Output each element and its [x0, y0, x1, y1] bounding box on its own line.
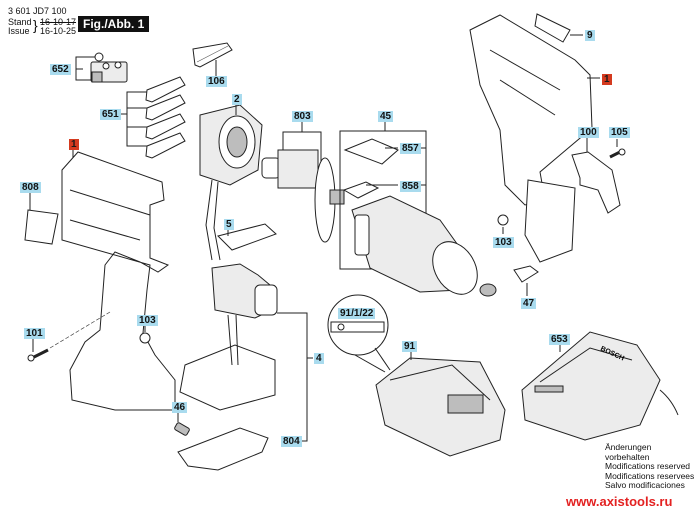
part-101-screw	[27, 348, 49, 362]
callout-9: 9	[585, 30, 595, 41]
part-4-electronics-module	[179, 263, 278, 411]
callout-47: 47	[521, 298, 537, 309]
callout-91-1-22: 91/1/22	[338, 308, 376, 319]
note-line: Änderungen vorbehalten	[605, 442, 652, 462]
note-line: Modifications reserved	[605, 461, 691, 471]
callout-105: 105	[609, 127, 630, 138]
leader-4	[277, 312, 308, 442]
part-2-stator	[199, 104, 263, 261]
stand-date: 16-10-17	[40, 17, 77, 27]
detail-circle-91-1-22	[327, 294, 389, 356]
part-9-label	[534, 13, 571, 43]
note-line: Salvo modificaciones	[605, 480, 685, 490]
callout-858: 858	[400, 181, 421, 192]
callout-652: 652	[50, 64, 71, 75]
callout-803: 803	[292, 111, 313, 122]
detail-pointer-left	[374, 347, 391, 371]
callout-5: 5	[224, 219, 234, 230]
part-103-nut-right	[497, 214, 509, 226]
callout-103-left: 103	[137, 315, 158, 326]
part-651-covers	[145, 76, 186, 159]
part-45-gearbox-chuck	[351, 195, 497, 297]
brace-icon: }	[33, 17, 38, 33]
issue-date: 16-10-25	[40, 26, 77, 36]
modification-notes: Änderungen vorbehalten Modifications res…	[605, 442, 698, 491]
part-47-slider	[513, 265, 539, 283]
part-91-1-22-nameplate	[330, 321, 385, 333]
part-105-screw	[609, 148, 626, 159]
callout-103-right: 103	[493, 237, 514, 248]
part-1-housing-left	[61, 151, 176, 411]
callout-2: 2	[232, 94, 242, 105]
callout-91: 91	[402, 341, 418, 352]
leader-652	[75, 56, 95, 70]
callout-1-right: 1	[602, 74, 612, 85]
nameplate-hole-icon	[337, 323, 345, 331]
part-91-battery-pack	[375, 357, 506, 457]
leader-857-858	[420, 147, 427, 186]
callout-4: 4	[314, 353, 324, 364]
callout-45: 45	[378, 111, 394, 122]
part-803-armature	[261, 149, 345, 243]
leader-651	[126, 91, 147, 147]
leader-652b	[75, 69, 91, 81]
detail-pointer-right	[354, 354, 386, 373]
issue-label: Issue	[8, 26, 30, 36]
part-653-charger: BOSCH	[521, 331, 679, 441]
callout-106: 106	[206, 76, 227, 87]
part-652-terminal-block	[90, 52, 128, 83]
callout-808: 808	[20, 182, 41, 193]
watermark-link[interactable]: www.axistools.ru	[566, 494, 673, 509]
part-804-contact-plate	[177, 427, 269, 471]
part-1-housing-right	[469, 14, 593, 263]
part-number: 3 601 JD7 100	[8, 6, 67, 16]
callout-100: 100	[578, 127, 599, 138]
figure-label: Fig./Abb. 1	[78, 16, 150, 32]
part-103-nut-left	[139, 332, 151, 344]
callout-1-left: 1	[69, 139, 79, 150]
callout-46: 46	[172, 402, 188, 413]
callout-653: 653	[549, 334, 570, 345]
part-858-plate	[342, 181, 380, 199]
callout-651: 651	[100, 109, 121, 120]
part-106-cover	[192, 42, 233, 68]
part-857-plate	[343, 138, 399, 165]
stand-label: Stand	[8, 17, 32, 27]
note-line: Modifications reservees	[605, 470, 695, 481]
callout-804: 804	[281, 436, 302, 447]
callout-101: 101	[24, 328, 45, 339]
callout-857: 857	[400, 143, 421, 154]
part-5-switch-cover	[217, 223, 277, 251]
part-46-spring	[174, 422, 190, 436]
part-808-label	[24, 209, 59, 245]
part-100-belt-clip	[571, 151, 621, 214]
